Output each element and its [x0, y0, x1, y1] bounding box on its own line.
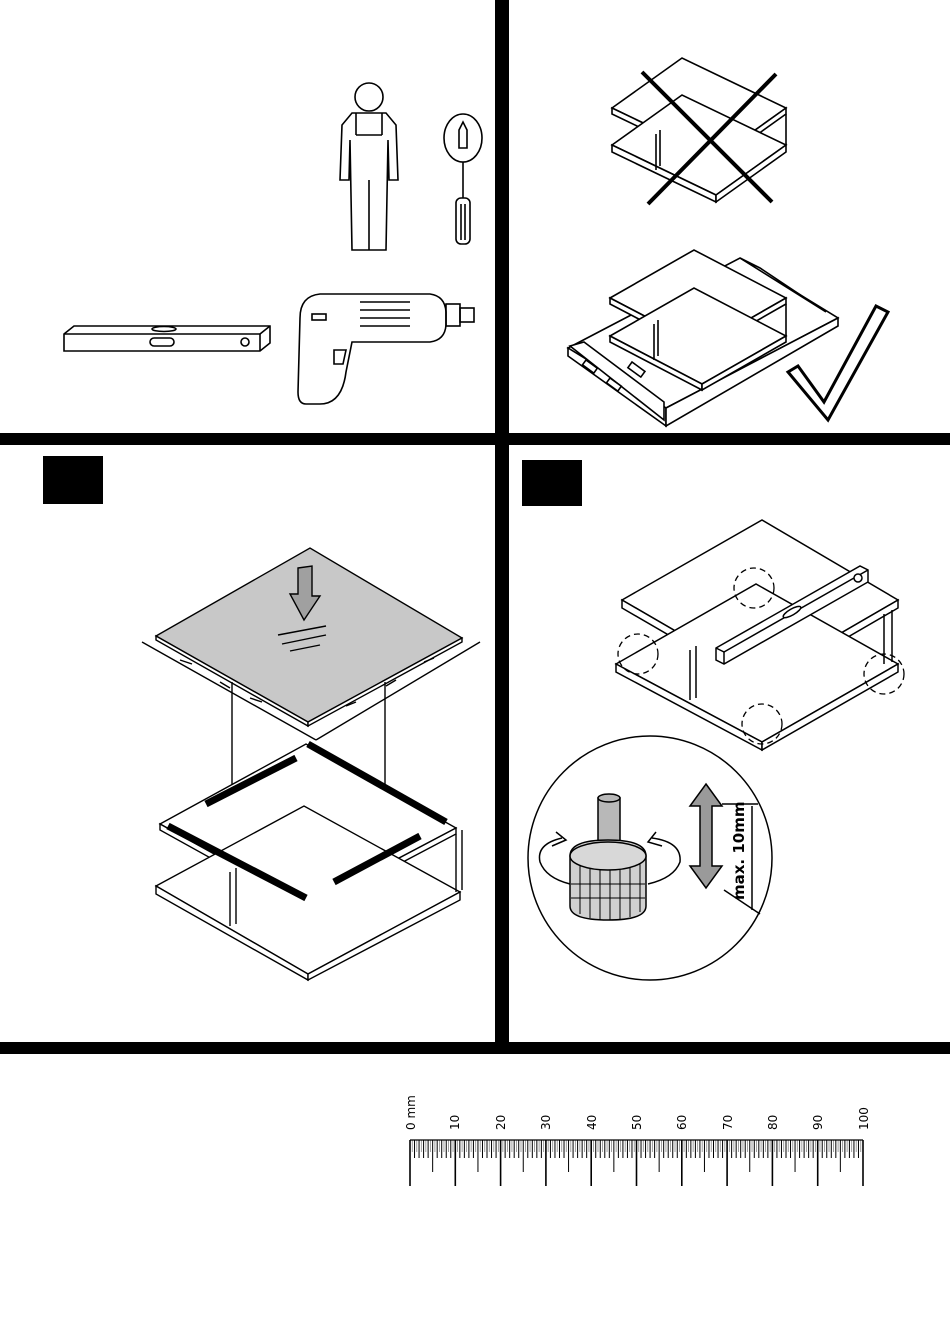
- ruler-tick-label: 10: [448, 1115, 462, 1130]
- ruler-tick-label: 70: [721, 1115, 735, 1130]
- ruler-tick-label: 50: [630, 1115, 644, 1130]
- ruler-tick-label: 100: [857, 1107, 871, 1130]
- ruler-ticks: [410, 1140, 863, 1186]
- ruler: 0 mm 10 20 30 40 50 60 70 80 90 100: [395, 1085, 875, 1195]
- tools-panel: [0, 0, 495, 433]
- ruler-tick-label: 40: [585, 1115, 599, 1130]
- divider-horizontal-bottom: [0, 1042, 950, 1054]
- ruler-tick-label: 90: [811, 1115, 825, 1130]
- ruler-unit-label: 0 mm: [404, 1095, 418, 1130]
- drill-icon: [298, 294, 474, 404]
- ruler-tick-label: 60: [675, 1115, 689, 1130]
- divider-horizontal-middle: [0, 433, 950, 445]
- ruler-tick-label: 20: [494, 1115, 508, 1130]
- spirit-level-icon: [64, 326, 270, 351]
- person-icon: [340, 83, 398, 250]
- unpacking-panel: [509, 0, 950, 433]
- ruler-tick-label: 80: [766, 1115, 780, 1130]
- ruler-tick-label: 30: [539, 1115, 553, 1130]
- step2-panel: max. 10mm: [509, 445, 950, 1042]
- divider-vertical-top: [495, 0, 509, 1045]
- step1-panel: [0, 445, 495, 1042]
- screwdriver-icon: [444, 114, 482, 244]
- unit-on-packaging: [568, 250, 838, 426]
- max-adjust-label: max. 10mm: [730, 802, 748, 900]
- ruler-tick-labels: 10 20 30 40 50 60 70 80 90 100: [448, 1107, 871, 1130]
